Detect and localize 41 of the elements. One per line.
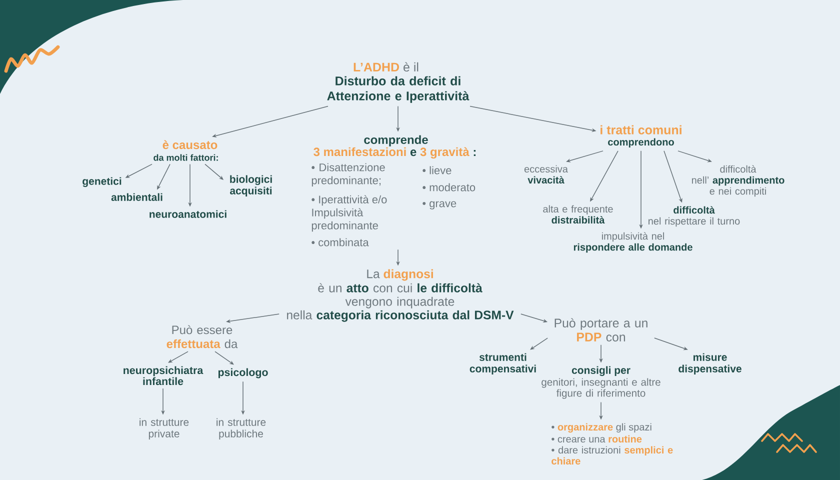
factor-label: biologici acquisiti xyxy=(230,175,272,196)
arrow xyxy=(214,351,234,365)
concept-label: comprendono xyxy=(608,138,674,148)
factor-label: ambientali xyxy=(111,193,162,201)
concept-heading: i tratti comuni xyxy=(600,125,682,134)
factor-label: genetici xyxy=(82,177,122,188)
trait-label: eccessiva vivacità xyxy=(524,165,568,184)
title-text: Disturbo da deficit di Attenzione e Iperattività xyxy=(327,76,470,103)
concept-heading: è causato xyxy=(162,140,218,150)
concept-heading: comprende xyxy=(364,135,428,146)
concept-heading: consigli per xyxy=(572,366,630,376)
trait-label: alta e frequente distraibilità xyxy=(543,205,613,224)
subject-label: L’ADHD è il xyxy=(354,62,418,72)
role-label: psicologo xyxy=(218,368,268,378)
concept-label: da molti fattori: xyxy=(154,154,218,161)
list-item: • dare istruzioni semplici e chiare xyxy=(552,446,673,465)
list-item: • grave xyxy=(422,201,456,210)
measure-label: misure dispensative xyxy=(678,353,742,374)
concept-heading: 3 manifestazioni e 3 gravità : xyxy=(314,147,476,159)
place-label: in strutture pubbliche xyxy=(216,418,266,440)
arrow xyxy=(530,338,548,350)
concept-label: è un atto con cui le difficoltà vengono inquadrate nella categoria riconosciuta dal DSM-V xyxy=(287,283,514,322)
place-label: in strutture private xyxy=(140,418,189,440)
list-item: • creare una routine xyxy=(552,435,642,443)
role-label: neuropsichiatra infantile xyxy=(124,366,204,386)
list-item: • moderato xyxy=(422,183,476,192)
list-item: • Iperattività e/o Impulsività predominante xyxy=(312,195,387,232)
list-item: • Disattenzione predominante; xyxy=(312,163,385,186)
list-item: • combinata xyxy=(312,238,369,246)
list-item: • lieve xyxy=(422,166,452,174)
trait-label: impulsività nel rispondere alle domande xyxy=(574,232,692,253)
concept-label: Può essere effettuata da xyxy=(166,325,238,348)
concept-label: Può portare a un PDP con xyxy=(554,318,648,342)
measure-label: strumenti compensativi xyxy=(470,353,536,374)
concept-heading: La diagnosi xyxy=(367,269,433,281)
arrow xyxy=(168,351,188,363)
trait-label: difficoltà nell’ apprendimento e nei compiti xyxy=(692,165,784,197)
trait-label: difficoltà nel rispettare il turno xyxy=(648,206,740,227)
concept-label: genitori, insegnanti e altre figure di riferimento xyxy=(542,378,660,399)
factor-label: neuroanatomici xyxy=(150,210,226,218)
list-item: • organizzare gli spazi xyxy=(552,423,652,433)
